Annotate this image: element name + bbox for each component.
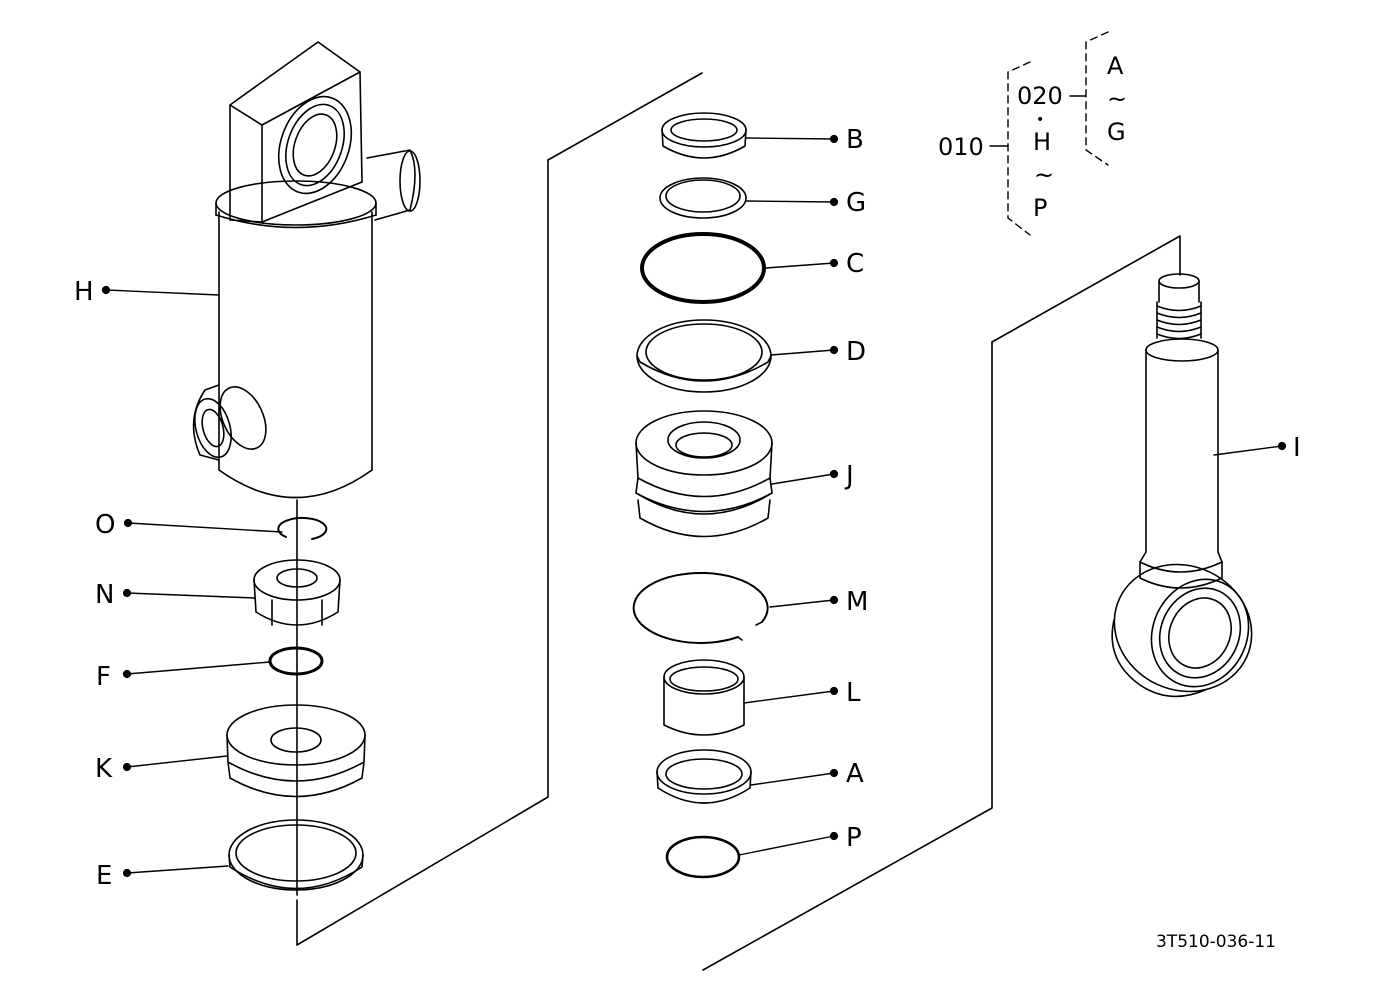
o-ring-part-f <box>268 646 324 676</box>
tree-sub-tilde: ~ <box>1107 85 1127 113</box>
label-part-e: E <box>96 861 112 891</box>
label-part-i: I <box>1293 433 1301 463</box>
label-part-p: P <box>846 823 862 853</box>
tree-root-tilde: ~ <box>1034 161 1054 189</box>
tree-sub-to: G <box>1107 118 1126 146</box>
panel-frame-lines <box>296 72 1181 971</box>
label-part-f: F <box>96 662 111 692</box>
label-part-k: K <box>95 754 113 784</box>
label-part-c: C <box>846 249 864 279</box>
tree-root-to: P <box>1033 194 1047 222</box>
assembly-tree-brackets <box>989 31 1109 236</box>
cylinder-tube-part-h <box>192 41 421 499</box>
leader-lines <box>101 134 1287 878</box>
seal-ring-part-e <box>228 819 364 891</box>
label-part-g: G <box>846 188 866 218</box>
tree-root-number: 010 <box>938 133 984 161</box>
nut-part-n <box>253 559 341 626</box>
wiper-seal-part-b <box>661 112 747 159</box>
label-part-b: B <box>846 125 864 155</box>
rod-cover-part-j <box>635 410 773 538</box>
label-part-o: O <box>95 510 115 540</box>
tree-sub-number: 020 <box>1017 82 1063 110</box>
o-ring-part-c <box>640 232 766 304</box>
label-part-m: M <box>846 587 868 617</box>
label-part-l: L <box>846 678 861 708</box>
piston-rod-part-i <box>1111 273 1253 698</box>
label-part-d: D <box>846 337 866 367</box>
bushing-part-l <box>663 659 745 736</box>
label-part-n: N <box>95 580 114 610</box>
snap-ring-part-o <box>277 516 328 540</box>
label-part-j: J <box>844 461 854 491</box>
tree-dot: • <box>1036 112 1044 128</box>
o-ring-part-p <box>665 835 741 879</box>
tree-sub-from: A <box>1107 52 1124 80</box>
label-part-a: A <box>846 759 864 789</box>
tree-root-from: H <box>1033 128 1051 156</box>
backup-ring-part-g <box>659 177 747 219</box>
backup-ring-part-d <box>636 319 772 393</box>
drawing-code: 3T510-036-11 <box>1156 932 1276 952</box>
dust-seal-part-a <box>656 749 752 804</box>
label-part-h: H <box>74 277 94 307</box>
snap-ring-part-m <box>632 571 769 644</box>
piston-part-k <box>226 704 366 798</box>
